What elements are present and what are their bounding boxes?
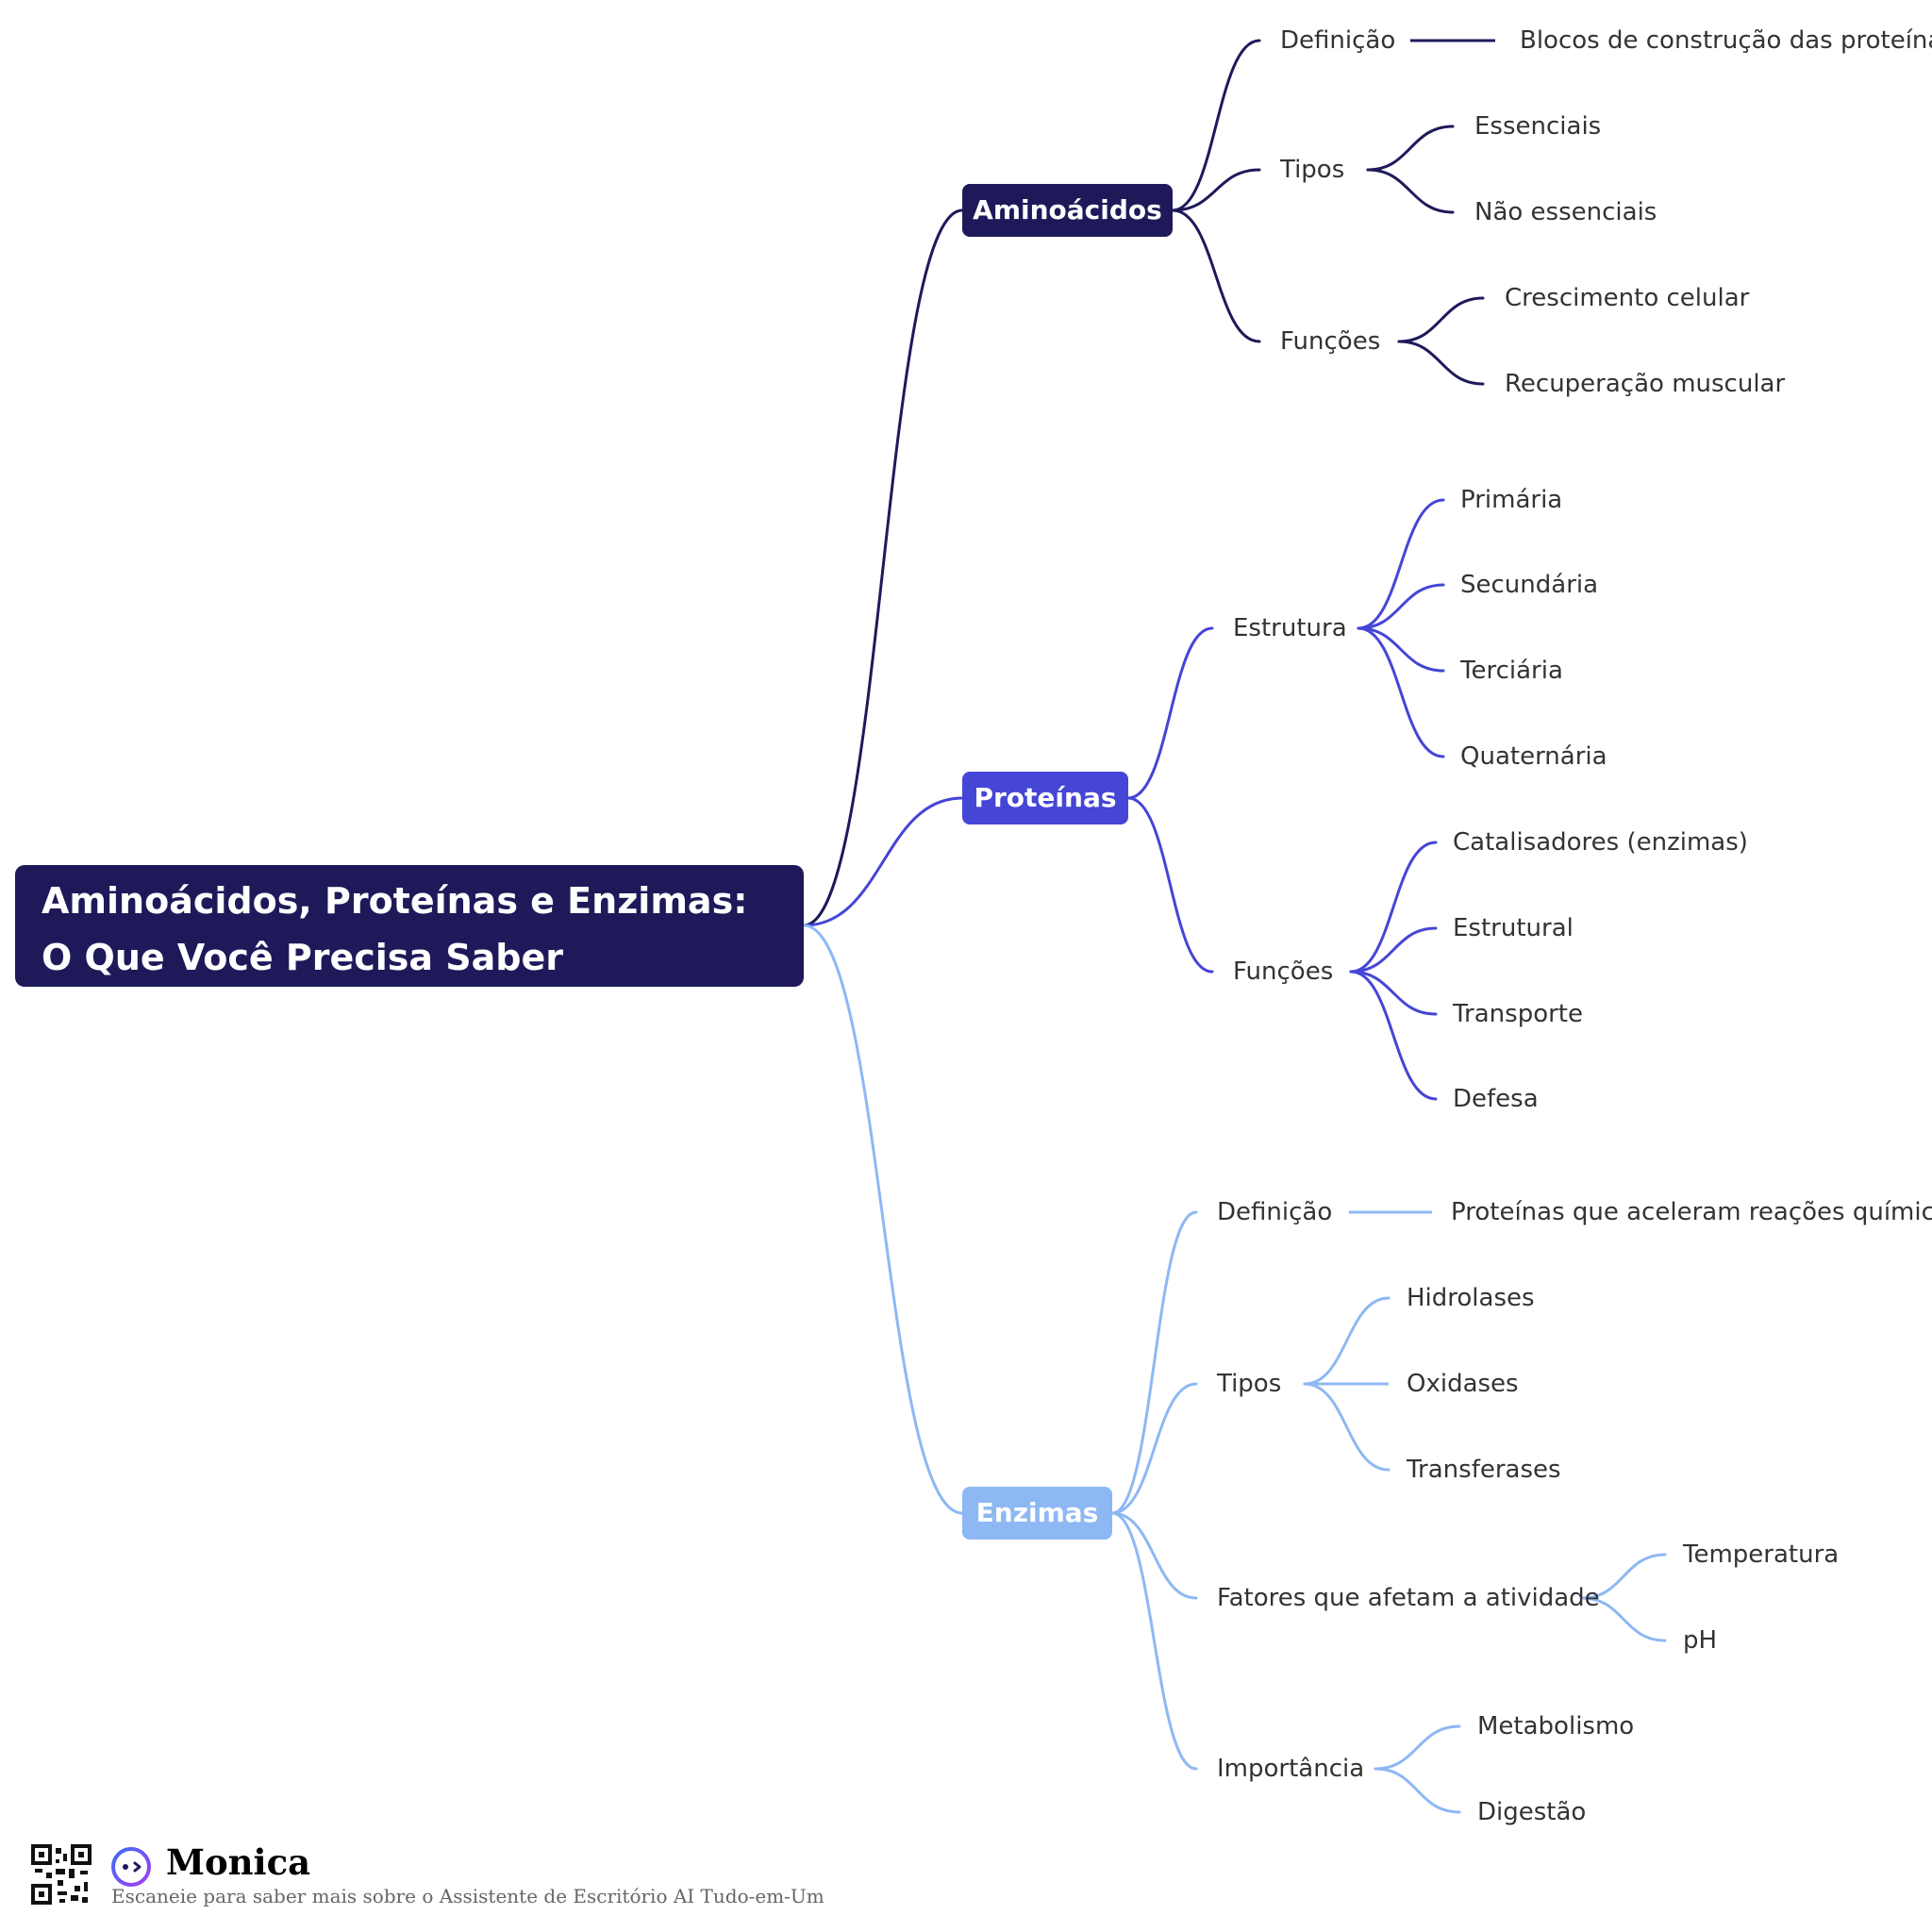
enzimas-fator-temperatura[interactable]: Temperatura: [1683, 1540, 1840, 1569]
aminoacidos-tipo-nao-essenciais[interactable]: Não essenciais: [1474, 198, 1657, 226]
aminoacidos-funcoes[interactable]: Funções: [1280, 327, 1381, 356]
edge-aminoacidos-tipo-essenciais: [1366, 125, 1455, 172]
proteinas-funcao-defesa[interactable]: Defesa: [1453, 1085, 1539, 1113]
branch-enzimas[interactable]: Enzimas: [962, 1487, 1112, 1540]
edge-proteinas-funcao-estrutural: [1349, 926, 1438, 974]
edge-aminoacidos-tipos: [1171, 168, 1261, 212]
aminoacidos-definicao[interactable]: Definição: [1280, 26, 1396, 55]
enzimas-fator-ph[interactable]: pH: [1683, 1626, 1718, 1655]
edge-enzimas-fator-ph: [1580, 1596, 1667, 1642]
enzimas-importancia[interactable]: Importância: [1217, 1755, 1365, 1783]
enzimas-fatores[interactable]: Fatores que afetam a atividade: [1217, 1584, 1600, 1612]
edge-enzimas-definicao: [1110, 1210, 1198, 1515]
enzimas-importancia-digestao[interactable]: Digestão: [1477, 1798, 1587, 1826]
edge-root-aminoacidos: [802, 208, 964, 927]
proteinas-estrutura-secundaria[interactable]: Secundária: [1460, 571, 1599, 599]
edge-proteinas-estrutura: [1126, 626, 1214, 800]
edge-proteinas-funcao-catalisadores: [1349, 841, 1438, 974]
aminoacidos-funcao-crescimento[interactable]: Crescimento celular: [1505, 284, 1750, 312]
proteinas-funcoes[interactable]: Funções: [1233, 958, 1334, 986]
edge-proteinas-estrutura-secundaria: [1357, 583, 1445, 630]
proteinas-estrutura-primaria[interactable]: Primária: [1460, 486, 1563, 514]
qr-code-icon[interactable]: [31, 1844, 92, 1908]
edge-aminoacidos-funcao-recuperacao: [1397, 340, 1485, 386]
proteinas-funcao-transporte[interactable]: Transporte: [1453, 1000, 1583, 1028]
edge-enzimas-fatores: [1110, 1511, 1198, 1600]
edge-proteinas-funcao-defesa: [1349, 970, 1438, 1101]
branch-aminoacidos[interactable]: Aminoácidos: [962, 184, 1173, 237]
edge-enzimas-tipo-hidrolases: [1303, 1296, 1391, 1386]
branch-proteinas[interactable]: Proteínas: [962, 772, 1128, 824]
enzimas-importancia-metabolismo[interactable]: Metabolismo: [1477, 1712, 1635, 1740]
edge-root-enzimas: [802, 924, 964, 1515]
proteinas-estrutura-quaternaria[interactable]: Quaternária: [1460, 742, 1607, 771]
edge-aminoacidos-tipo-nao-essenciais: [1366, 168, 1455, 214]
aminoacidos-definicao-value[interactable]: Blocos de construção das proteínas: [1520, 26, 1932, 55]
edge-enzimas-fator-temperatura: [1580, 1553, 1667, 1600]
edge-enzimas-importancia-digestao: [1374, 1767, 1461, 1814]
edge-proteinas-estrutura-quaternaria: [1357, 626, 1445, 758]
enzimas-tipo-hidrolases[interactable]: Hidrolases: [1407, 1284, 1535, 1312]
proteinas-funcao-catalisadores[interactable]: Catalisadores (enzimas): [1453, 828, 1748, 857]
enzimas-definicao-value[interactable]: Proteínas que aceleram reações químicas: [1451, 1198, 1932, 1226]
proteinas-estrutura-terciaria[interactable]: Terciária: [1460, 657, 1563, 685]
edge-root-proteinas: [802, 796, 964, 927]
enzimas-tipo-oxidases[interactable]: Oxidases: [1407, 1370, 1519, 1398]
enzimas-tipos[interactable]: Tipos: [1217, 1370, 1282, 1398]
aminoacidos-tipo-essenciais[interactable]: Essenciais: [1474, 112, 1602, 141]
enzimas-definicao[interactable]: Definição: [1217, 1198, 1333, 1226]
footer-brand: Monica: [166, 1841, 311, 1883]
edge-enzimas-tipos: [1110, 1382, 1198, 1515]
edge-aminoacidos-funcoes: [1171, 208, 1261, 343]
proteinas-funcao-estrutural[interactable]: Estrutural: [1453, 914, 1574, 942]
monica-logo-icon: [110, 1846, 152, 1891]
edge-proteinas-funcoes: [1126, 796, 1214, 974]
edge-enzimas-importancia-metabolismo: [1374, 1724, 1461, 1771]
edge-proteinas-estrutura-primaria: [1357, 498, 1445, 630]
edge-proteinas-funcao-transporte: [1349, 970, 1438, 1016]
edge-proteinas-estrutura-terciaria: [1357, 626, 1445, 673]
root-topic[interactable]: Aminoácidos, Proteínas e Enzimas: O Que …: [15, 865, 804, 987]
edge-aminoacidos-definicao: [1171, 39, 1261, 212]
edge-aminoacidos-funcao-crescimento: [1397, 296, 1485, 343]
enzimas-tipo-transferases[interactable]: Transferases: [1407, 1456, 1561, 1484]
edge-enzimas-importancia: [1110, 1511, 1198, 1771]
aminoacidos-funcao-recuperacao[interactable]: Recuperação muscular: [1505, 370, 1786, 398]
edge-enzimas-tipo-transferases: [1303, 1382, 1391, 1472]
aminoacidos-tipos[interactable]: Tipos: [1280, 156, 1345, 184]
proteinas-estrutura[interactable]: Estrutura: [1233, 614, 1347, 642]
footer-caption: Escaneie para saber mais sobre o Assiste…: [111, 1885, 824, 1907]
